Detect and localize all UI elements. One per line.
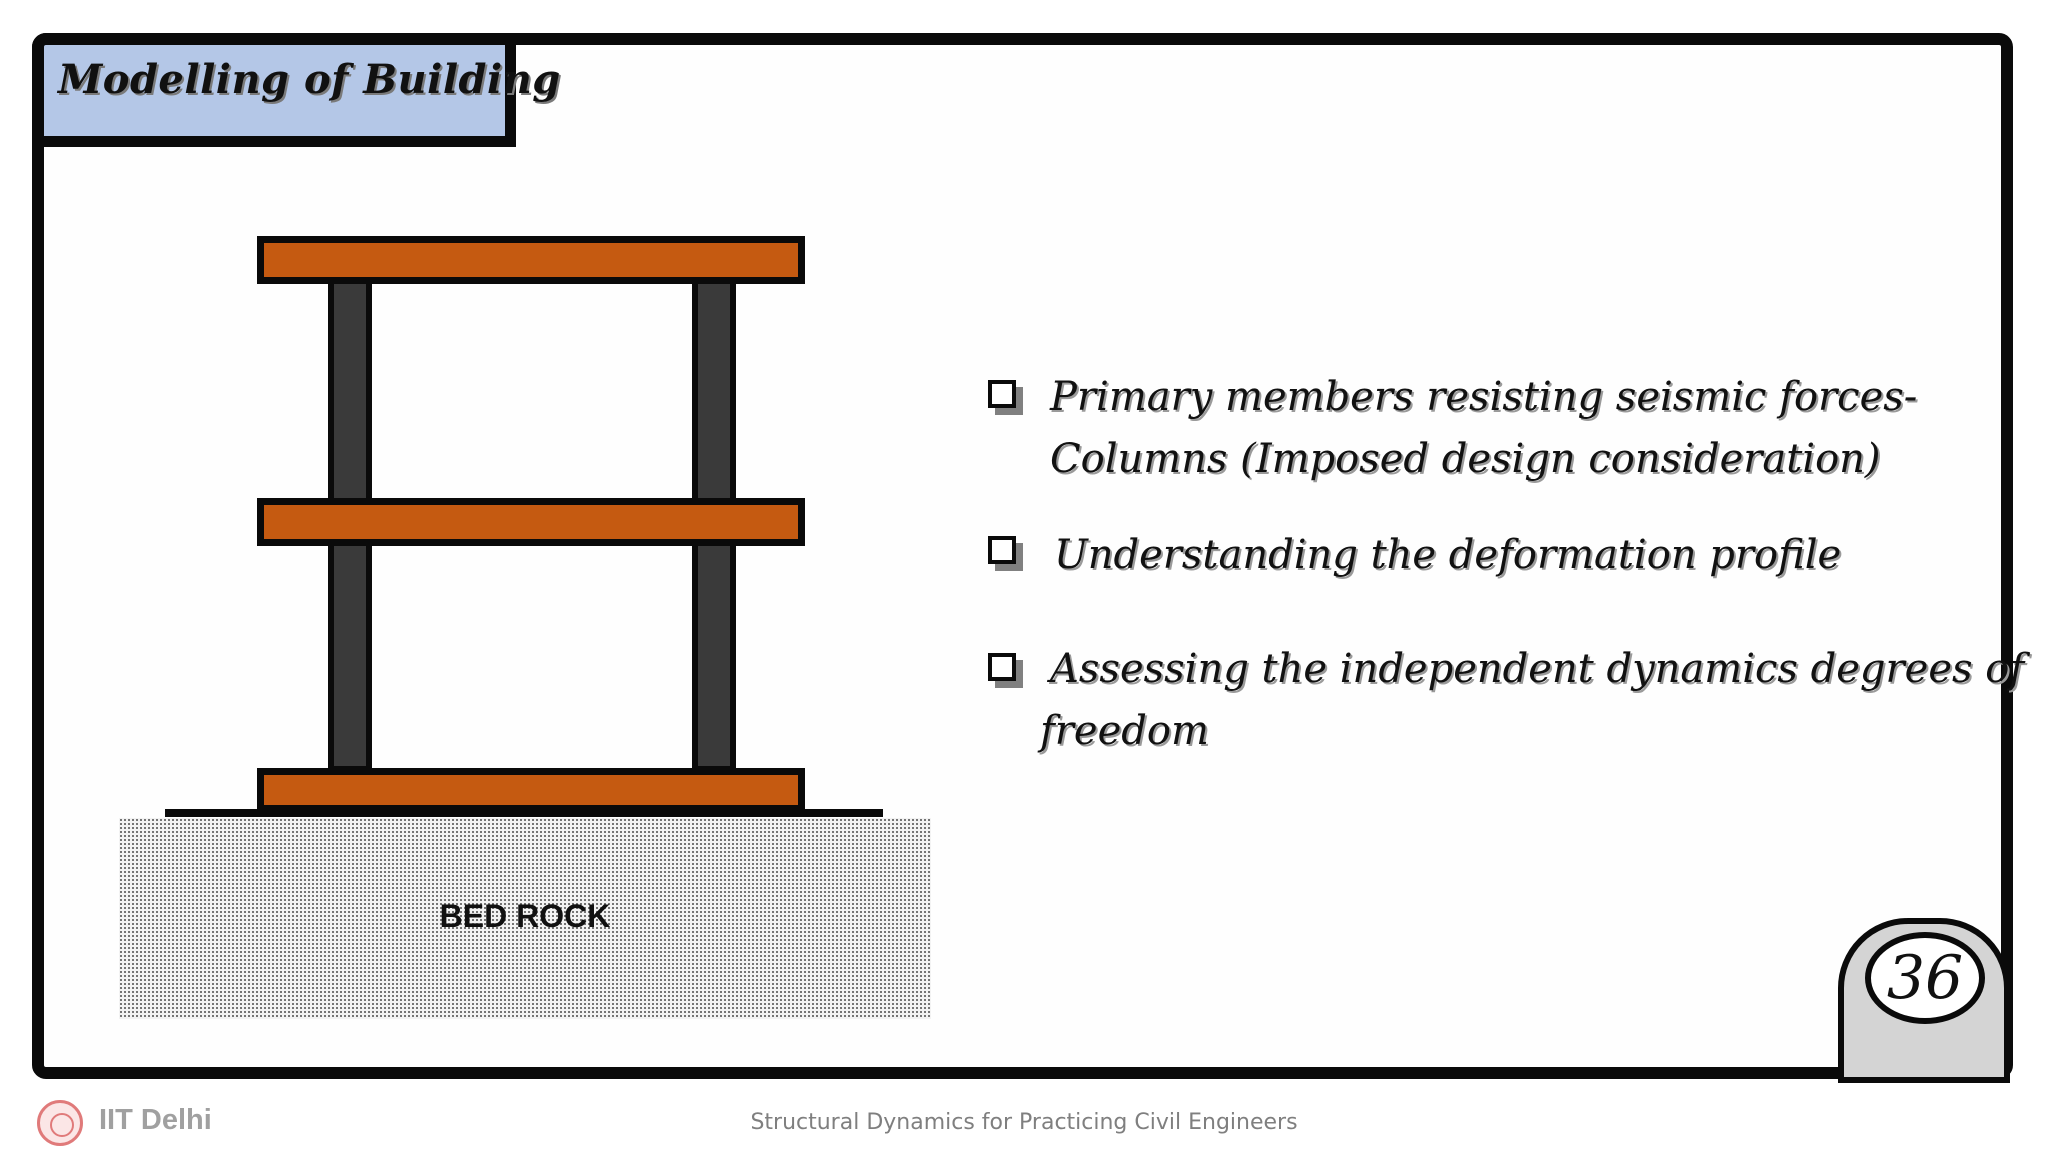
slide-title: Modelling of Building <box>58 56 561 103</box>
slab-top <box>257 236 805 284</box>
footer-course-title: Structural Dynamics for Practicing Civil… <box>750 1110 1298 1135</box>
ground-line <box>165 809 883 817</box>
bedrock <box>119 818 931 1019</box>
column-right-upper <box>692 278 736 504</box>
iit-delhi-logo-icon <box>37 1100 83 1146</box>
column-right-lower <box>692 540 736 772</box>
column-left-upper <box>328 278 372 504</box>
checkbox-icon <box>988 653 1016 681</box>
slab-middle <box>257 498 805 546</box>
footer-org: IIT Delhi <box>99 1104 212 1136</box>
bullet-3-line-1: Assessing the independent dynamics degre… <box>1050 646 2025 692</box>
bullet-1-line-2: Columns (Imposed design consideration) <box>1050 436 1881 482</box>
slab-base <box>257 768 805 812</box>
bullet-3-line-2: freedom <box>1040 708 1209 754</box>
column-left-lower <box>328 540 372 772</box>
bullet-2-line-1: Understanding the deformation profile <box>1054 532 1842 578</box>
checkbox-icon <box>988 536 1016 564</box>
checkbox-icon <box>988 380 1016 408</box>
title-box <box>32 33 516 147</box>
bedrock-label: BED ROCK <box>439 898 611 934</box>
bullet-1-line-1: Primary members resisting seismic forces… <box>1050 374 1918 420</box>
page-number: 36 <box>1865 932 1985 1024</box>
